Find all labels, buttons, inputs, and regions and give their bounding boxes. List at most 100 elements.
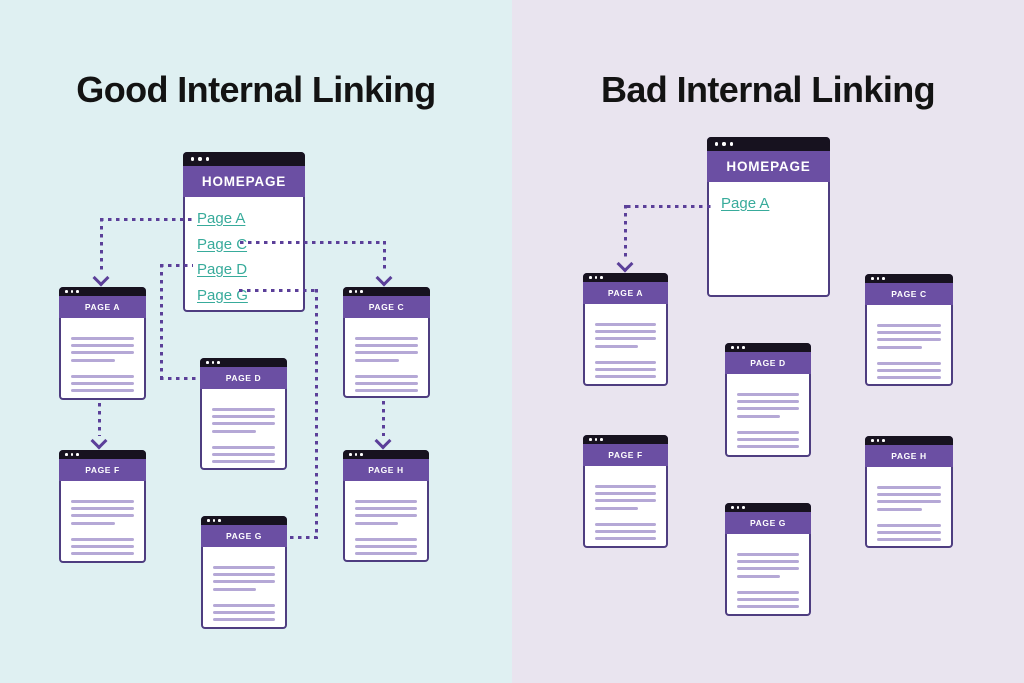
arrow-page-c-to-page-h: [382, 401, 385, 436]
text-line-placeholder: [355, 552, 417, 556]
page-content-placeholder: [203, 547, 285, 622]
arrow-homepage-to-page-g: [239, 289, 318, 292]
homepage-link-page-g[interactable]: Page G: [197, 286, 248, 304]
text-line-placeholder: [737, 445, 799, 449]
text-line-placeholder: [213, 566, 275, 569]
text-line-placeholder: [595, 337, 656, 341]
window-controls-icon: [207, 519, 221, 522]
text-line-placeholder: [737, 605, 799, 609]
text-line-placeholder: [877, 486, 941, 489]
window-titlebar: [59, 450, 146, 459]
text-line-placeholder: [71, 381, 134, 385]
text-line-placeholder: [71, 507, 134, 511]
bad-page-g-window: PAGE G: [725, 503, 811, 616]
page-content-placeholder: [345, 481, 427, 556]
text-line-placeholder: [595, 360, 656, 364]
arrow-homepage-to-page-a: [624, 205, 627, 259]
text-line-placeholder: [355, 389, 418, 393]
text-line-placeholder: [355, 351, 418, 355]
text-line-placeholder: [595, 537, 656, 541]
page-title: PAGE H: [343, 459, 429, 481]
text-line-placeholder: [595, 375, 656, 379]
arrow-homepage-to-page-d: [160, 264, 193, 267]
text-line-placeholder: [595, 499, 656, 503]
page-content-placeholder: [345, 318, 428, 393]
arrow-homepage-to-page-d: [160, 377, 198, 380]
text-line-placeholder: [355, 544, 417, 548]
text-line-placeholder: [355, 374, 418, 378]
text-line-placeholder: [71, 537, 134, 541]
text-line-placeholder: [71, 552, 134, 556]
window-titlebar: [583, 273, 668, 282]
line-gap: [213, 595, 275, 604]
page-title: PAGE G: [725, 512, 811, 534]
text-line-placeholder: [355, 358, 400, 362]
window-titlebar: [200, 358, 287, 367]
homepage-title: HOMEPAGE: [707, 151, 830, 182]
text-line-placeholder: [212, 452, 275, 456]
homepage-link-list: Page A Page C Page D Page G: [185, 197, 303, 304]
text-line-placeholder: [877, 530, 941, 534]
text-line-placeholder: [71, 374, 134, 378]
page-content-placeholder: [727, 534, 809, 609]
text-line-placeholder: [355, 507, 417, 511]
page-content-placeholder: [61, 481, 144, 556]
text-line-placeholder: [212, 445, 275, 449]
text-line-placeholder: [212, 415, 275, 419]
window-controls-icon: [589, 438, 603, 441]
page-content-placeholder: [727, 374, 809, 449]
good-page-f-window: PAGE F: [59, 450, 146, 563]
window-titlebar: [865, 436, 953, 445]
arrow-homepage-to-page-a: [100, 218, 193, 221]
page-content-placeholder: [867, 467, 951, 542]
good-page-g-window: PAGE G: [201, 516, 287, 629]
page-content-placeholder: [61, 318, 144, 393]
page-title: PAGE A: [583, 282, 668, 304]
good-page-c-window: PAGE C: [343, 287, 430, 398]
text-line-placeholder: [737, 574, 781, 578]
text-line-placeholder: [595, 506, 638, 510]
page-content-placeholder: [867, 305, 951, 380]
window-titlebar: [183, 152, 305, 166]
good-page-a-window: PAGE A: [59, 287, 146, 400]
text-line-placeholder: [213, 603, 275, 607]
page-title: PAGE G: [201, 525, 287, 547]
homepage-link-page-a[interactable]: Page A: [721, 195, 770, 212]
text-line-placeholder: [355, 337, 418, 340]
text-line-placeholder: [877, 500, 941, 504]
line-gap: [355, 529, 417, 538]
text-line-placeholder: [877, 345, 922, 349]
bad-page-a-window: PAGE A: [583, 273, 668, 386]
text-line-placeholder: [877, 368, 941, 372]
window-controls-icon: [191, 157, 210, 161]
text-line-placeholder: [71, 344, 134, 348]
homepage-link-list: Page A: [709, 182, 828, 212]
page-title: PAGE D: [725, 352, 811, 374]
window-controls-icon: [589, 276, 603, 279]
homepage-link-page-d[interactable]: Page D: [197, 261, 248, 278]
window-controls-icon: [715, 142, 734, 146]
line-gap: [71, 529, 134, 538]
bad-page-h-window: PAGE H: [865, 436, 953, 548]
text-line-placeholder: [213, 573, 275, 577]
text-line-placeholder: [213, 587, 257, 591]
text-line-placeholder: [737, 400, 799, 404]
text-line-placeholder: [71, 514, 134, 518]
text-line-placeholder: [71, 351, 134, 355]
text-line-placeholder: [877, 538, 941, 542]
line-gap: [71, 366, 134, 375]
window-titlebar: [583, 435, 668, 444]
line-gap: [595, 514, 656, 523]
window-controls-icon: [349, 453, 363, 456]
text-line-placeholder: [213, 580, 275, 584]
good-linking-title: Good Internal Linking: [76, 69, 436, 111]
text-line-placeholder: [355, 500, 417, 503]
homepage-link-page-c[interactable]: Page C: [197, 235, 248, 253]
homepage-link-page-a[interactable]: Page A: [197, 210, 246, 227]
text-line-placeholder: [737, 553, 799, 556]
text-line-placeholder: [595, 344, 638, 348]
text-line-placeholder: [355, 514, 417, 518]
window-controls-icon: [731, 506, 745, 509]
text-line-placeholder: [212, 408, 275, 411]
arrow-homepage-to-page-a: [100, 218, 103, 273]
